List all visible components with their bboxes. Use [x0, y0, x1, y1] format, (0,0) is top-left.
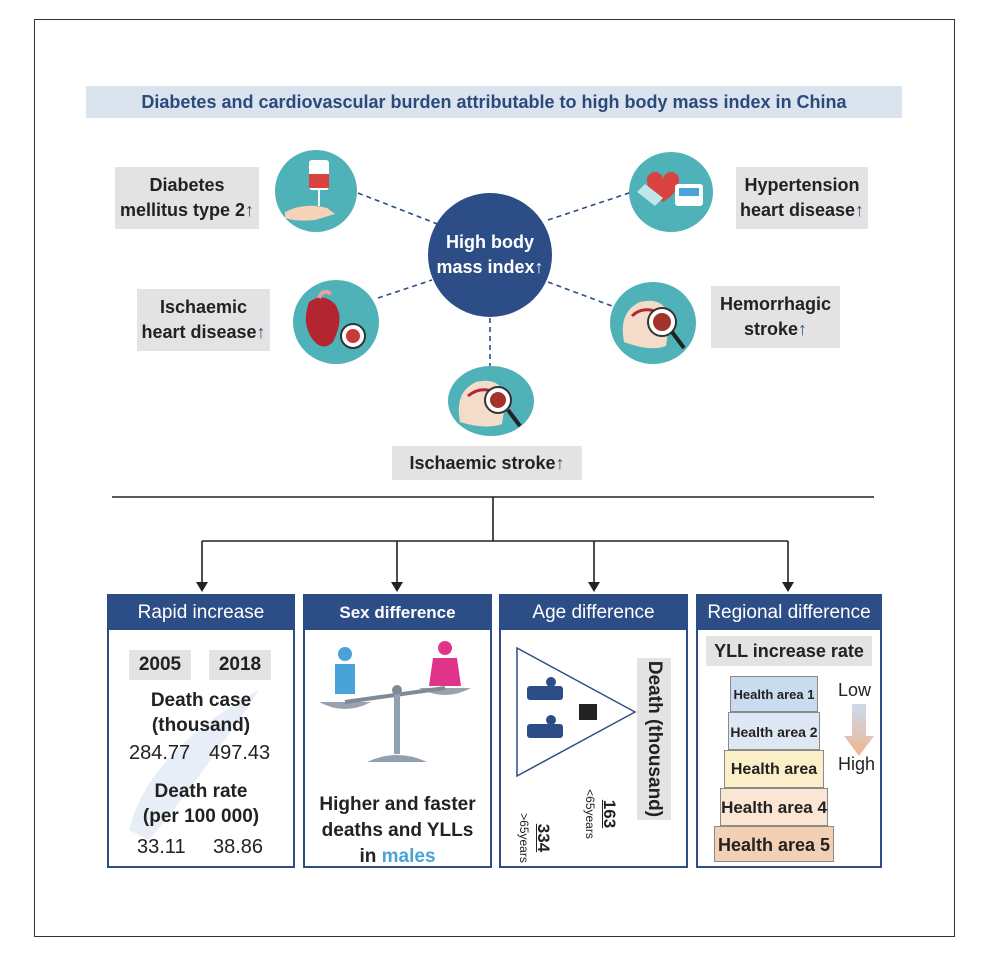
under-65-label: <65years — [583, 789, 597, 839]
death-rate-label: Death rate(per 100 000) — [142, 781, 260, 827]
over-65-group: 334 >65years — [517, 808, 553, 868]
health-area-1: Health area 1 — [730, 676, 818, 712]
figure-title: Diabetes and cardiovascular burden attri… — [86, 86, 902, 118]
death-case-2005: 284.77 — [129, 742, 191, 764]
under-65-group: 163 <65years — [583, 784, 619, 844]
diabetes-label: Diabetes mellitus type 2↑ — [115, 167, 259, 229]
over-65-value: 334 — [534, 823, 553, 853]
ischaemic-heart-label: Ischaemic heart disease↑ — [137, 289, 270, 351]
health-area-2: Health area 2 — [728, 712, 820, 750]
hypertension-up-arrow-icon: ↑ — [855, 200, 865, 220]
health-area-4: Health area 4 — [720, 788, 828, 826]
age-difference-panel: Age difference Death (thousand) 163 <65y… — [499, 594, 688, 868]
age-triangle-icon — [516, 646, 637, 778]
hub-up-arrow-icon: ↑ — [534, 257, 544, 277]
balance-scale-icon — [319, 641, 471, 762]
sex-caption: Higher and faster deaths and YLLs in mal… — [319, 794, 476, 867]
rapid-increase-header: Rapid increase — [109, 596, 293, 630]
high-bmi-hub: High body mass index↑ — [428, 193, 552, 317]
death-rate-2018: 38.86 — [213, 836, 264, 858]
death-thousand-label: Death (thousand) — [637, 658, 671, 820]
sex-difference-panel: Sex difference Higher and faster deaths … — [303, 594, 492, 868]
death-case-2018: 497.43 — [209, 742, 271, 764]
high-label: High — [838, 754, 876, 774]
diabetes-up-arrow-icon: ↑ — [245, 200, 255, 220]
regional-difference-panel: Regional difference YLL increase rate He… — [696, 594, 882, 868]
iv-bag-icon — [275, 150, 357, 232]
rapid-increase-panel: Rapid increase 2005 2018 Death case(thou… — [107, 594, 295, 868]
regional-difference-header: Regional difference — [698, 596, 880, 630]
ischaemic-heart-up-arrow-icon: ↑ — [256, 322, 266, 342]
hub-line2: mass index — [436, 257, 535, 277]
over-65-label: >65years — [517, 813, 531, 863]
death-case-label: Death case(thousand) — [150, 690, 252, 736]
brain-hemorrhage-icon — [610, 282, 696, 364]
low-label: Low — [838, 680, 872, 700]
ischaemic-stroke-up-arrow-icon: ↑ — [555, 453, 565, 473]
health-area-pyramid: Health area 1 Health area 2 Health area … — [714, 676, 848, 862]
males-highlight: males — [381, 846, 436, 867]
under-65-value: 163 — [600, 799, 619, 829]
hub-line1: High body — [446, 232, 534, 252]
ischaemic-stroke-label: Ischaemic stroke↑ — [392, 446, 582, 480]
age-difference-header: Age difference — [501, 596, 686, 630]
brain-ischaemia-icon — [448, 366, 534, 436]
heart-monitor-icon — [629, 152, 713, 232]
yll-increase-rate-label: YLL increase rate — [706, 636, 872, 666]
sex-difference-header: Sex difference — [305, 596, 490, 630]
figure-frame — [34, 19, 955, 937]
hemorrhagic-up-arrow-icon: ↑ — [798, 319, 808, 339]
heart-artery-icon — [293, 280, 379, 364]
year-2018: 2018 — [209, 650, 271, 680]
year-2005: 2005 — [129, 650, 191, 680]
gradient-down-arrow-icon — [844, 704, 874, 756]
health-area-3: Health area 3 — [724, 750, 824, 816]
death-rate-2005: 33.11 — [137, 836, 186, 858]
watermark-shape — [129, 690, 259, 840]
health-area-5: Health area 5 — [714, 826, 834, 862]
hypertension-label: Hypertension heart disease↑ — [736, 167, 868, 229]
hemorrhagic-label: Hemorrhagic stroke↑ — [711, 286, 840, 348]
